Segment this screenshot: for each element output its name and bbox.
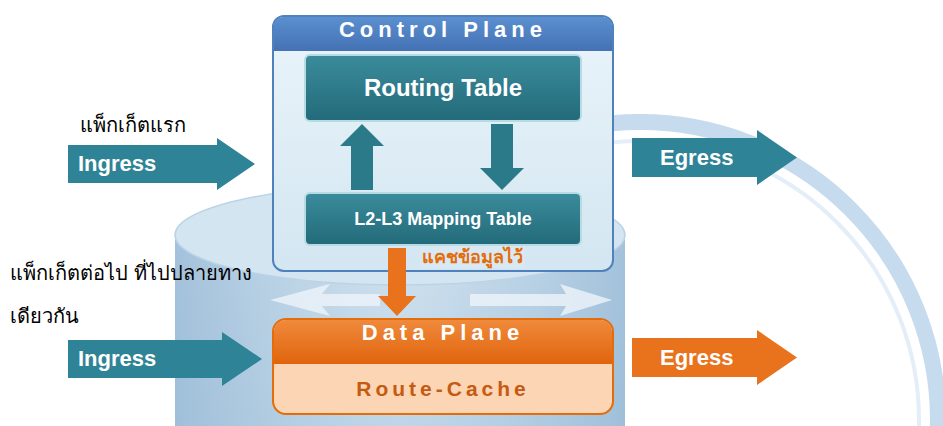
flow-connector: [340, 124, 384, 190]
table-box: L2-L3 Mapping Table: [304, 192, 582, 246]
table-label: Routing Table: [364, 74, 522, 102]
plane-title: Data Plane: [274, 320, 612, 364]
plane-title: Control Plane: [274, 17, 612, 51]
swirl-arrow: [270, 284, 380, 316]
table-label: L2-L3 Mapping Table: [354, 209, 532, 230]
flow-arrow: Ingress: [68, 138, 255, 190]
packet-note: แพ็กเก็ตแรก: [80, 112, 280, 138]
arrow-fill: [632, 130, 797, 185]
flow-connector: [480, 124, 524, 190]
flow-label: Egress: [632, 130, 733, 185]
flow-arrow: Egress: [632, 330, 797, 385]
plane-box: Data PlaneRoute-Cache: [272, 318, 614, 415]
flow-label: Ingress: [68, 138, 156, 190]
edge-label: แคชข้อมูลไว้: [420, 246, 525, 268]
flow-label: Egress: [632, 330, 733, 385]
cache-label: Route-Cache: [274, 364, 612, 413]
flow-arrow: Ingress: [68, 332, 262, 386]
flow-label: Ingress: [68, 332, 156, 386]
flow-connector: [378, 248, 416, 316]
arrow-fill: [68, 332, 262, 386]
arrow-fill: [632, 330, 797, 385]
swirl-arrow: [470, 284, 612, 316]
flow-arrow: Egress: [632, 130, 797, 185]
arrow-fill: [68, 138, 255, 190]
plane-box: Control PlaneRouting TableL2-L3 Mapping …: [272, 15, 614, 272]
table-box: Routing Table: [304, 54, 582, 122]
packet-note: แพ็กเก็ตต่อไป ที่ไปปลายทางเดียวกัน: [10, 252, 265, 338]
